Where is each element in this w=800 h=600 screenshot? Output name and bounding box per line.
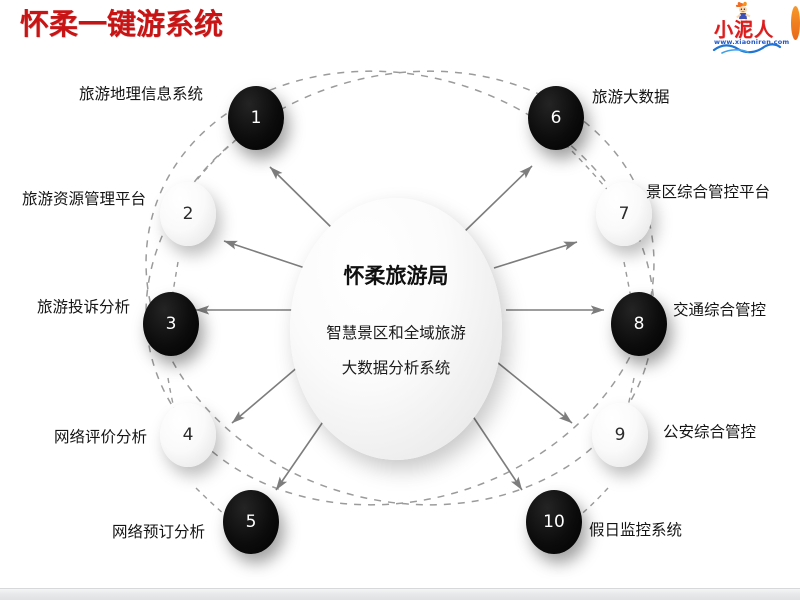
hub-subtitle-line1: 智慧景区和全域旅游 [326, 324, 466, 342]
node-5-number: 5 [245, 511, 257, 532]
diagram-canvas: 怀柔旅游局 智慧景区和全域旅游 大数据分析系统 1 2 3 4 5 6 7 8 [0, 40, 800, 585]
node-1[interactable]: 1 [228, 86, 284, 150]
node-7-number: 7 [618, 203, 630, 224]
logo-edge-accent [791, 6, 800, 40]
bottom-strip [0, 588, 800, 600]
node-3-number: 3 [165, 313, 177, 334]
node-9-number: 9 [614, 424, 626, 445]
node-7[interactable]: 7 [596, 182, 652, 246]
node-6[interactable]: 6 [528, 86, 584, 150]
node-1-label: 旅游地理信息系统 [78, 85, 203, 103]
blue-wave-icon [712, 43, 782, 54]
node-4[interactable]: 4 [160, 403, 216, 467]
node-9-label: 公安综合管控 [663, 423, 757, 441]
node-2-label: 旅游资源管理平台 [21, 190, 146, 208]
node-6-number: 6 [550, 107, 562, 128]
node-10-number: 10 [543, 511, 565, 532]
node-8[interactable]: 8 [611, 292, 667, 356]
node-10[interactable]: 10 [526, 490, 582, 554]
logo-brand-text: 小泥人 [714, 19, 775, 41]
mascot-character-icon [735, 1, 751, 24]
page-title: 怀柔一键游系统 [20, 7, 224, 41]
hub-title: 怀柔旅游局 [343, 264, 449, 288]
node-2-number: 2 [182, 203, 194, 224]
node-3-label: 旅游投诉分析 [36, 298, 130, 316]
node-8-label: 交通综合管控 [673, 301, 767, 319]
node-9[interactable]: 9 [592, 403, 648, 467]
node-5-label: 网络预订分析 [111, 523, 205, 541]
logo-url-text: www.xiaoniren.com [714, 38, 790, 46]
node-4-number: 4 [182, 424, 194, 445]
logo[interactable]: 小泥人 www.xiaoniren.com [708, 0, 798, 54]
node-6-label: 旅游大数据 [592, 88, 670, 106]
node-4-label: 网络评价分析 [53, 428, 147, 446]
hub-center: 怀柔旅游局 智慧景区和全域旅游 大数据分析系统 [290, 198, 502, 460]
node-7-label: 景区综合管控平台 [646, 183, 771, 201]
connector-wires [145, 70, 655, 533]
node-10-label: 假日监控系统 [589, 521, 683, 539]
node-1-number: 1 [250, 107, 262, 128]
node-3[interactable]: 3 [143, 292, 199, 356]
hub-subtitle-line2: 大数据分析系统 [341, 359, 451, 377]
node-2[interactable]: 2 [160, 182, 216, 246]
node-5[interactable]: 5 [223, 490, 279, 554]
node-8-number: 8 [633, 313, 645, 334]
